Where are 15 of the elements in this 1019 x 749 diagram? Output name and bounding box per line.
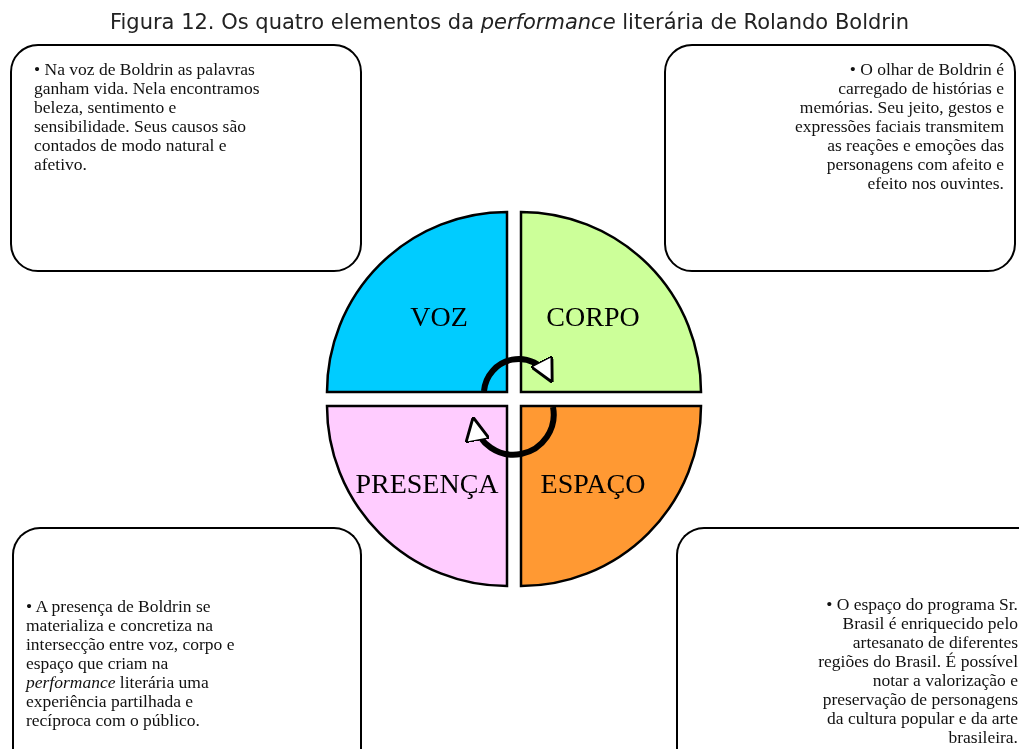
quadrant-label: ESPAÇO xyxy=(540,468,646,500)
quadrant-label: VOZ xyxy=(410,301,468,333)
text-card xyxy=(12,527,362,749)
bullet-text: • Na voz de Boldrin as palavras ganham vida. Nela encontramos beleza, sentimento e sensibilidade. Seus causos são contados de modo natural e afetivo. xyxy=(34,60,261,174)
bullet-text: • O espaço do programa Sr. Brasil é enriquecido pelo artesanato de diferentes regiões do Brasil. É possível notar a valorização e preservação de personagens da cultura popular e da arte brasileira. xyxy=(817,595,1018,747)
quadrant-label: PRESENÇA xyxy=(355,468,499,500)
quadrant-label: CORPO xyxy=(546,301,640,333)
curved-arrow xyxy=(465,406,557,458)
bullet-text: • O olhar de Boldrin é carregado de histórias e memórias. Seu jeito, gestos e expressões faciais transmitem as reações e emoções das personagens com afeito e efeito nos ouvintes. xyxy=(794,60,1004,193)
figure-title: Figura 12. Os quatro elementos da performance literária de Rolando Boldrin xyxy=(108,10,911,34)
text-card xyxy=(676,527,1019,749)
text-card xyxy=(664,44,1016,272)
bullet-text: • A presença de Boldrin se materializa e concretiza na intersecção entre voz, corpo e espaço que criam na performance literária uma experiência partilhada e recíproca com o público. xyxy=(26,597,236,730)
curved-arrow xyxy=(481,353,554,392)
text-card xyxy=(10,44,362,272)
